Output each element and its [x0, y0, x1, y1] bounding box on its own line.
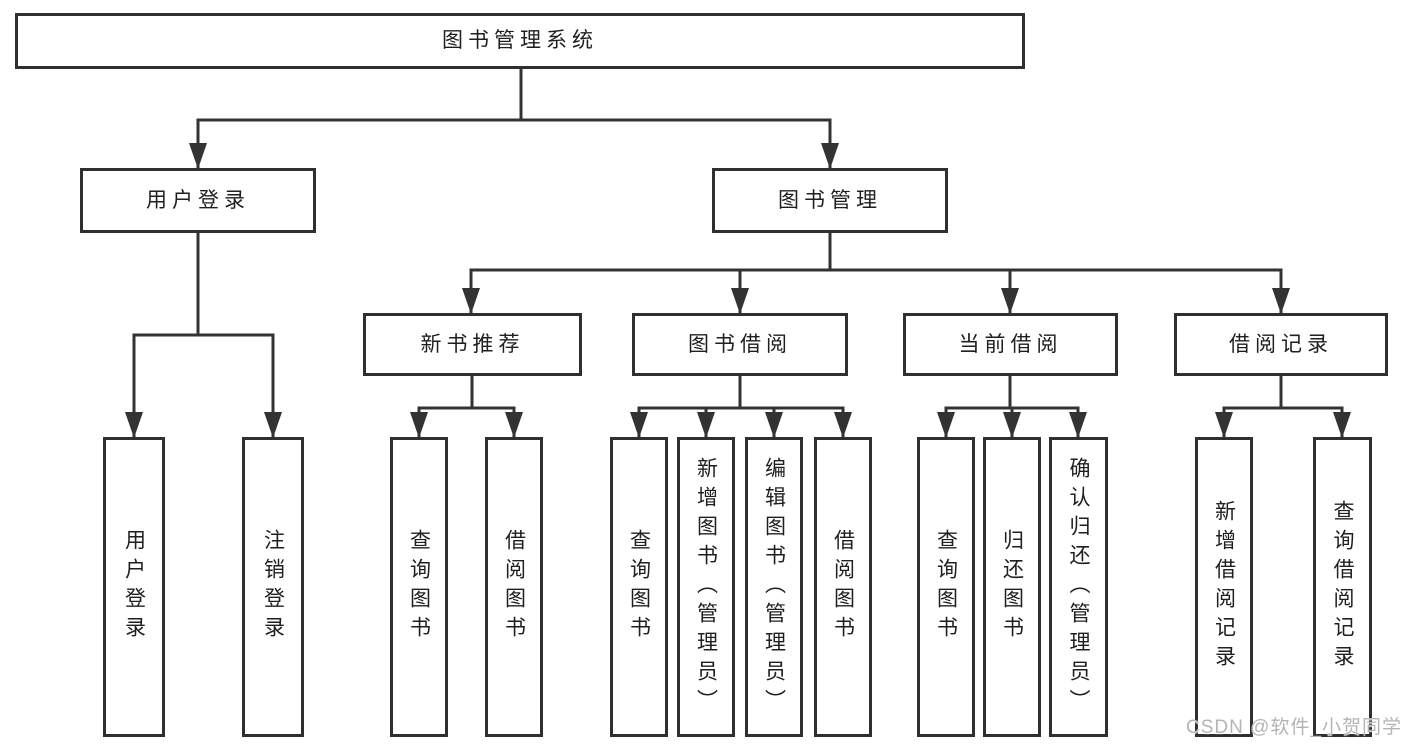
connectors-book-borrow [630, 374, 852, 439]
leaf-query-borrow-record: 查询借阅记录 [1313, 437, 1372, 737]
leaf-logout: 注销登录 [242, 437, 304, 737]
node-root-system: 图书管理系统 [15, 13, 1025, 69]
node-borrow-record: 借阅记录 [1174, 313, 1388, 376]
connectors-borrow-record [1215, 374, 1351, 439]
connectors-user-login [125, 231, 282, 439]
node-book-management: 图书管理 [712, 168, 948, 233]
connectors-new-book [410, 374, 523, 439]
node-book-borrow: 图书借阅 [632, 313, 848, 376]
node-label: 新增借阅记录 [1212, 500, 1236, 674]
node-label: 新增图书（管理员） [694, 456, 718, 718]
connectors-book-management [462, 231, 1290, 315]
node-label: 查询图书 [627, 529, 651, 645]
node-label: 注销登录 [261, 529, 285, 645]
leaf-add-book-admin: 新增图书（管理员） [677, 437, 735, 737]
node-label: 借阅图书 [502, 529, 526, 645]
connectors-root [189, 67, 839, 170]
connectors-current-borrow [937, 374, 1087, 439]
node-label: 确认归还（管理员） [1067, 456, 1090, 718]
node-label: 归还图书 [1000, 529, 1024, 645]
node-new-book-recommend: 新书推荐 [363, 313, 582, 376]
watermark: CSDN @软件_小贺同学 [1186, 717, 1402, 738]
node-label: 查询图书 [407, 529, 431, 645]
node-label: 编辑图书（管理员） [762, 456, 786, 718]
leaf-edit-book-admin: 编辑图书（管理员） [745, 437, 803, 737]
leaf-confirm-return-admin: 确认归还（管理员） [1049, 437, 1108, 737]
node-label: 借阅图书 [831, 529, 855, 645]
node-user-login: 用户登录 [80, 168, 316, 233]
node-label: 查询图书 [934, 529, 958, 645]
leaf-query-book-2: 查询图书 [610, 437, 668, 737]
node-label: 查询借阅记录 [1331, 500, 1354, 674]
node-label: 用户登录 [122, 529, 146, 645]
node-current-borrow: 当前借阅 [903, 313, 1118, 376]
leaf-borrow-book-1: 借阅图书 [485, 437, 543, 737]
leaf-return-book: 归还图书 [983, 437, 1041, 737]
leaf-query-book-3: 查询图书 [917, 437, 975, 737]
leaf-user-login: 用户登录 [103, 437, 165, 737]
leaf-add-borrow-record: 新增借阅记录 [1195, 437, 1253, 737]
leaf-borrow-book-2: 借阅图书 [814, 437, 872, 737]
leaf-query-book-1: 查询图书 [390, 437, 448, 737]
